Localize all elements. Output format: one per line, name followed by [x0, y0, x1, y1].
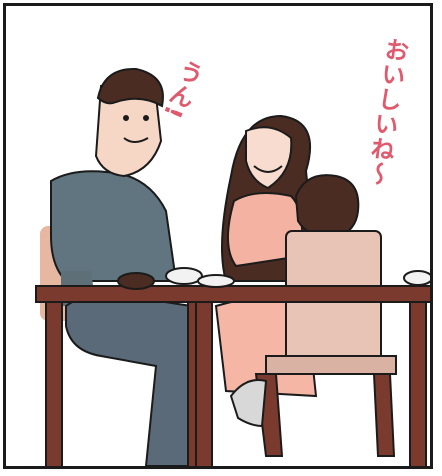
table-leg-3 [195, 301, 213, 466]
tableware [117, 267, 430, 290]
table-top [35, 285, 430, 303]
table-leg-4 [409, 301, 427, 466]
man-figure [50, 67, 208, 466]
woman-face [245, 126, 293, 190]
man-eye-right [143, 115, 149, 121]
table-leg-1 [45, 301, 63, 466]
scene-illustration [35, 67, 430, 466]
child-chair-leg-right [372, 373, 396, 457]
woman-smile [253, 165, 283, 173]
child-hair [294, 174, 360, 240]
dining-table [35, 285, 430, 466]
bowl-dark [117, 272, 155, 290]
child-chair-seat [265, 355, 397, 375]
comic-panel: うん! おいしいね〜 [3, 3, 433, 469]
man-sweater [50, 170, 178, 282]
man-mouth [123, 137, 149, 143]
bowl-white-1 [165, 267, 203, 285]
man-hair [96, 67, 164, 108]
man-eye-left [123, 115, 129, 121]
plate [197, 274, 235, 288]
child-leg [229, 379, 268, 428]
bowl-white-2 [403, 270, 430, 286]
